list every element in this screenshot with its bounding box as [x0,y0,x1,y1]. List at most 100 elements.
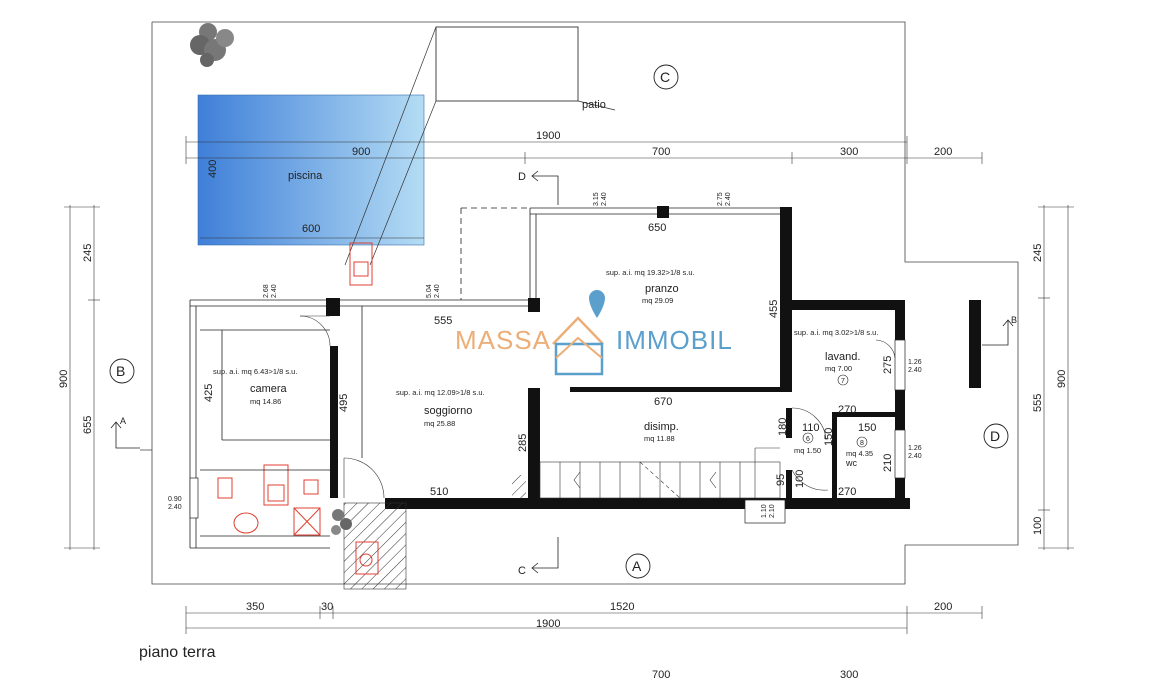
patio-label: patio [582,99,606,111]
left-dimensions [64,205,100,550]
dim-100: 100 [794,470,806,488]
win-4b: 2.40 [725,192,732,206]
svg-text:mq 11.88: mq 11.88 [644,434,675,443]
dim-285: 285 [517,434,529,452]
svg-text:C: C [660,69,670,85]
svg-text:wc: wc [845,458,857,468]
section-bar-b [969,300,981,388]
dim-top-300: 300 [840,146,858,158]
accessibility-symbols [217,242,379,575]
win-5a: 1.26 [908,359,922,366]
room-soggiorno: sup. a.i. mq 12.09>1/8 s.u. soggiorno mq… [396,388,485,428]
patio-box [435,26,579,102]
section-a-marker: A [625,553,651,579]
svg-text:sup. a.i. mq 12.09>1/8 s.u.: sup. a.i. mq 12.09>1/8 s.u. [396,388,485,397]
dim-right-555: 555 [1032,394,1044,412]
staircase [539,447,781,499]
dim-110: 110 [802,422,820,434]
room-6: 6 mq 1.50 [794,432,821,455]
pool-dim-vertical: 400 [207,160,219,178]
win-3b: 2.40 [601,192,608,206]
win-8a: 1.10 [761,504,768,518]
dim-top-1900: 1900 [536,130,560,142]
svg-text:sup. a.i. mq 6.43>1/8 s.u.: sup. a.i. mq 6.43>1/8 s.u. [213,367,297,376]
dim-425: 425 [203,384,215,402]
win-4a: 2.75 [717,192,724,206]
svg-text:B: B [1011,315,1017,325]
win-6a: 1.26 [908,445,922,452]
svg-text:sup. a.i. mq 3.02>1/8 s.u.: sup. a.i. mq 3.02>1/8 s.u. [794,328,878,337]
svg-text:disimp.: disimp. [644,421,679,433]
dim-150b: 150 [823,428,835,446]
thin-walls [189,207,780,549]
lot-boundary [140,21,1019,585]
pool-dim-horizontal: 600 [302,223,320,235]
dim-left-245: 245 [82,244,94,262]
dim-right-900: 900 [1056,370,1068,388]
svg-text:C: C [518,565,526,577]
dim-270a: 270 [838,404,856,416]
win-2a: 5.04 [426,284,433,298]
section-b-marker: B [109,358,135,384]
svg-text:mq 1.50: mq 1.50 [794,446,821,455]
win-1a: 2.68 [263,284,270,298]
top-dimensions [185,136,983,164]
doors [299,315,896,499]
right-dimensions [1038,205,1074,550]
svg-text:lavand.: lavand. [825,351,860,363]
dim-455: 455 [768,300,780,318]
dim-left-655: 655 [82,416,94,434]
dim-555: 555 [434,315,452,327]
section-arrow-d [531,170,559,205]
svg-text:B: B [116,363,125,379]
svg-text:sup. a.i. mq 19.32>1/8 s.u.: sup. a.i. mq 19.32>1/8 s.u. [606,268,695,277]
dim-150a: 150 [858,422,876,434]
dim-210: 210 [882,454,894,472]
dim-275: 275 [882,356,894,374]
dim-top-900: 900 [352,146,370,158]
room-lavand: sup. a.i. mq 3.02>1/8 s.u. lavand. mq 7.… [794,328,878,386]
dim-95: 95 [775,474,787,486]
svg-text:camera: camera [250,383,288,395]
dim-top-200: 200 [934,146,952,158]
dim-495: 495 [338,394,350,412]
room-wc: 8 mq 4.35 wc [845,436,873,468]
dim-right-100: 100 [1032,517,1044,535]
pool [197,94,425,246]
dim-cut-700: 700 [652,669,670,678]
dim-bottom-350: 350 [246,601,264,613]
svg-text:A: A [632,558,642,574]
svg-text:IMMOBIL: IMMOBIL [616,325,733,355]
location-pin-icon [589,290,605,318]
win-8b: 2.10 [769,504,776,518]
win-6b: 2.40 [908,453,922,460]
tree-icon [190,23,234,67]
room-disimp: disimp. mq 11.88 [644,421,679,443]
dim-bottom-1900: 1900 [536,618,560,630]
win-7b: 2.40 [168,504,182,511]
svg-text:D: D [518,171,526,183]
dim-510: 510 [430,486,448,498]
bottom-dimensions [185,606,983,634]
dim-cut-300: 300 [840,669,858,678]
win-7a: 0.90 [168,496,182,503]
dim-top-700: 700 [652,146,670,158]
shrub-icon [331,509,352,535]
svg-text:mq 25.88: mq 25.88 [424,419,455,428]
svg-text:mq 14.86: mq 14.86 [250,397,281,406]
dim-670: 670 [654,396,672,408]
section-arrow-c [531,537,559,574]
section-arrow-a [110,421,140,449]
svg-text:7: 7 [841,378,845,385]
section-c-marker: C [653,64,679,90]
svg-text:6: 6 [806,436,810,443]
section-arrow-b [982,319,1014,346]
svg-text:8: 8 [860,440,864,447]
thick-walls [326,206,910,509]
bathroom-walls [200,469,330,537]
win-5b: 2.40 [908,367,922,374]
svg-text:MASSA: MASSA [455,325,551,355]
win-2b: 2.40 [434,284,441,298]
section-d-marker: D [983,423,1009,449]
